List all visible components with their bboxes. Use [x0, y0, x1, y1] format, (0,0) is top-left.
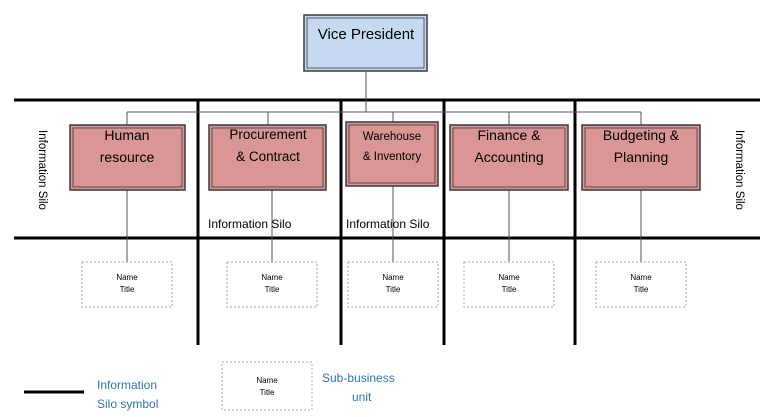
silo-label-left: Information Silo — [36, 130, 48, 210]
dept-node-human-resource: Human resource — [69, 124, 186, 191]
sub-unit-title: Title — [634, 285, 649, 294]
legend-sample-name: Name — [256, 376, 278, 385]
dept-label-line1: Human — [104, 127, 149, 143]
dept-label-line1: Procurement — [229, 127, 307, 142]
sub-unit-title: Title — [265, 285, 280, 294]
sub-unit-name: Name — [630, 273, 652, 282]
sub-unit-title: Title — [386, 285, 401, 294]
dept-node-finance: Finance & Accounting — [449, 124, 569, 191]
legend-sub-unit-label-line2: unit — [352, 390, 372, 404]
sub-unit-name: Name — [382, 273, 404, 282]
dept-label-line1: Budgeting & — [603, 127, 680, 143]
sub-unit-box: Name Title — [81, 261, 173, 308]
sub-unit-box: Name Title — [463, 261, 555, 308]
legend: Information Silo symbol Name Title Sub-b… — [24, 361, 395, 411]
sub-unit-name: Name — [261, 273, 283, 282]
sub-unit-box: Name Title — [595, 261, 687, 308]
legend-sub-unit-box — [221, 361, 313, 411]
legend-silo-label-line1: Information — [97, 378, 157, 392]
sub-unit-name: Name — [498, 273, 520, 282]
dept-label-line1: Warehouse — [363, 131, 421, 143]
dept-node-warehouse: Warehouse & Inventory — [345, 121, 439, 187]
dept-label-line2: & Inventory — [363, 151, 421, 163]
vp-node: Vice President — [303, 14, 428, 72]
dept-label-line2: resource — [100, 149, 155, 165]
dept-label-line1: Finance & — [477, 127, 541, 143]
legend-sub-unit-label-line1: Sub-business — [322, 371, 395, 385]
dept-node-procurement: Procurement & Contract — [208, 124, 327, 191]
legend-sample-title: Title — [260, 388, 275, 397]
dept-label-line2: & Contract — [236, 149, 300, 164]
silo-label-bottom-2: Information Silo — [346, 217, 430, 231]
sub-unit-title: Title — [120, 285, 135, 294]
dept-node-budgeting: Budgeting & Planning — [581, 124, 701, 191]
sub-unit-name: Name — [116, 273, 138, 282]
vp-label: Vice President — [318, 26, 415, 43]
sub-unit-box: Name Title — [347, 261, 439, 308]
legend-silo-label-line2: Silo symbol — [97, 397, 158, 411]
sub-unit-box: Name Title — [226, 261, 318, 308]
silo-label-right: Information Silo — [733, 130, 745, 210]
dept-label-line2: Accounting — [474, 149, 543, 165]
dept-label-line2: Planning — [614, 149, 669, 165]
sub-unit-title: Title — [502, 285, 517, 294]
silo-label-bottom-1: Information Silo — [208, 217, 292, 231]
